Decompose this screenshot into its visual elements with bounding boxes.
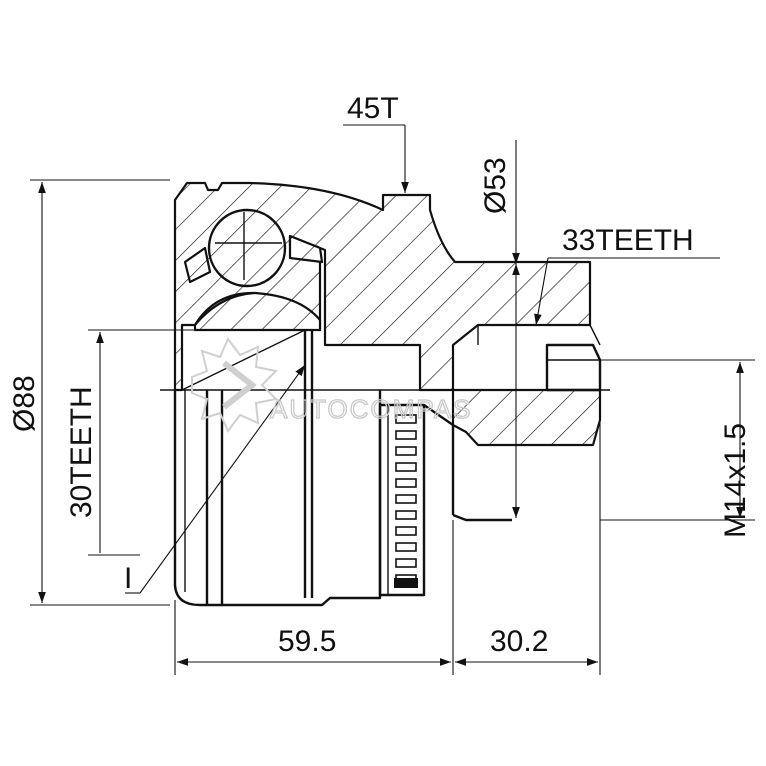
abs-tooth xyxy=(395,510,417,520)
abs-tooth xyxy=(395,430,417,440)
label-diameter-88: Ø88 xyxy=(8,375,41,432)
label-thread: M14x1.5 xyxy=(719,423,752,538)
watermark: AUTOCOMPAS xyxy=(191,337,473,433)
label-33teeth: 33TEETH xyxy=(562,224,694,257)
label-45t: 45T xyxy=(347,92,399,125)
dimension-lines xyxy=(30,124,755,675)
abs-tooth xyxy=(395,494,417,504)
label-length-59-5: 59.5 xyxy=(278,625,336,658)
abs-tooth xyxy=(395,446,417,456)
label-length-30-2: 30.2 xyxy=(490,625,548,658)
abs-tooth xyxy=(395,414,417,424)
label-i: I xyxy=(124,562,132,595)
cage xyxy=(181,234,324,598)
label-diameter-53: Ø53 xyxy=(479,157,512,214)
abs-tooth xyxy=(395,526,417,536)
abs-tooth xyxy=(395,542,417,552)
abs-tooth-dark xyxy=(394,578,418,588)
abs-tooth xyxy=(395,558,417,568)
abs-ring xyxy=(378,403,512,597)
label-30teeth: 30TEETH xyxy=(65,386,98,518)
joint-housing xyxy=(160,389,610,607)
ball xyxy=(207,208,287,288)
watermark-text: AUTOCOMPAS xyxy=(270,394,473,424)
abs-tooth xyxy=(395,462,417,472)
abs-ring-teeth xyxy=(394,414,418,588)
hatched-outer-race xyxy=(173,181,602,447)
abs-tooth xyxy=(395,478,417,488)
watermark-gear-icon xyxy=(191,337,279,433)
